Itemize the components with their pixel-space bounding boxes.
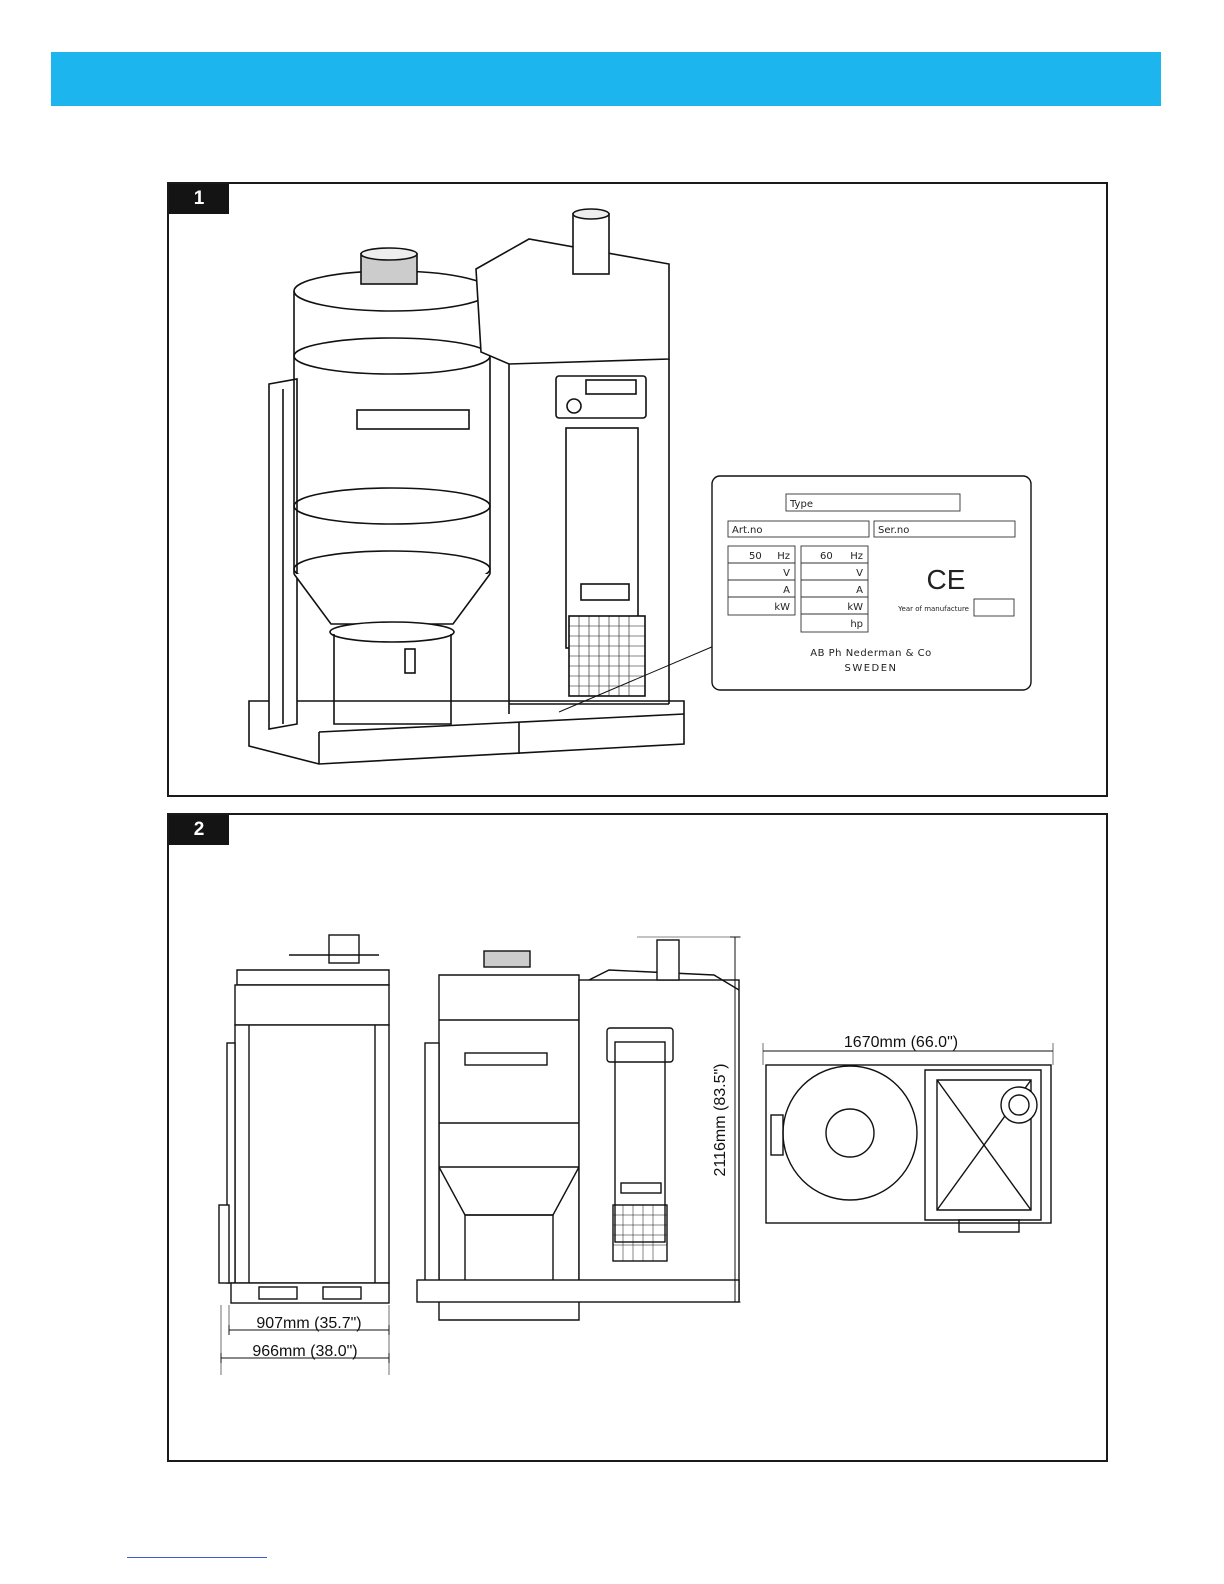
- header-band: [51, 52, 1161, 106]
- plate-60-volt: V: [856, 568, 863, 579]
- figure-2-panel: 2: [167, 813, 1108, 1462]
- plate-type-label: Type: [789, 499, 813, 510]
- plate-artno-label: Art.no: [732, 525, 763, 536]
- plate-50-kw: kW: [774, 602, 790, 613]
- plate-manufacturer: AB Ph Nederman & Co: [810, 648, 931, 659]
- front-view: [417, 940, 739, 1320]
- plate-50hz-value: 50: [749, 551, 762, 562]
- dimension-height: 2116mm (83.5"): [712, 1064, 729, 1177]
- dimension-drawings: 907mm (35.7") 966mm (38.0") 2116mm (83.5…: [169, 815, 1106, 1460]
- plate-50hz-unit: Hz: [777, 551, 790, 562]
- plate-50-volt: V: [783, 568, 790, 579]
- top-view: [766, 1065, 1051, 1232]
- plate-year-label: Year of manufacture: [897, 605, 969, 613]
- dimension-width-outer: 966mm (38.0"): [252, 1343, 357, 1360]
- side-view: [219, 935, 389, 1303]
- footer-rule: [127, 1557, 267, 1558]
- plate-60hz-value: 60: [820, 551, 833, 562]
- plate-60-amp: A: [856, 585, 863, 596]
- plate-60-kw: kW: [847, 602, 863, 613]
- plate-50-amp: A: [783, 585, 790, 596]
- plate-60hz-unit: Hz: [850, 551, 863, 562]
- plate-60-hp: hp: [850, 619, 863, 630]
- ce-mark: CE: [927, 564, 966, 595]
- rating-plate: Type Art.no Ser.no 50 Hz V A kW 60 Hz V …: [712, 476, 1031, 690]
- plate-serno-label: Ser.no: [878, 525, 909, 536]
- dimension-width-inner: 907mm (35.7"): [256, 1315, 361, 1332]
- plate-country: SWEDEN: [844, 663, 897, 674]
- figure-1-panel: 1: [167, 182, 1108, 797]
- dust-collector-illustration: Type Art.no Ser.no 50 Hz V A kW 60 Hz V …: [169, 184, 1106, 795]
- dimension-length: 1670mm (66.0"): [844, 1034, 958, 1051]
